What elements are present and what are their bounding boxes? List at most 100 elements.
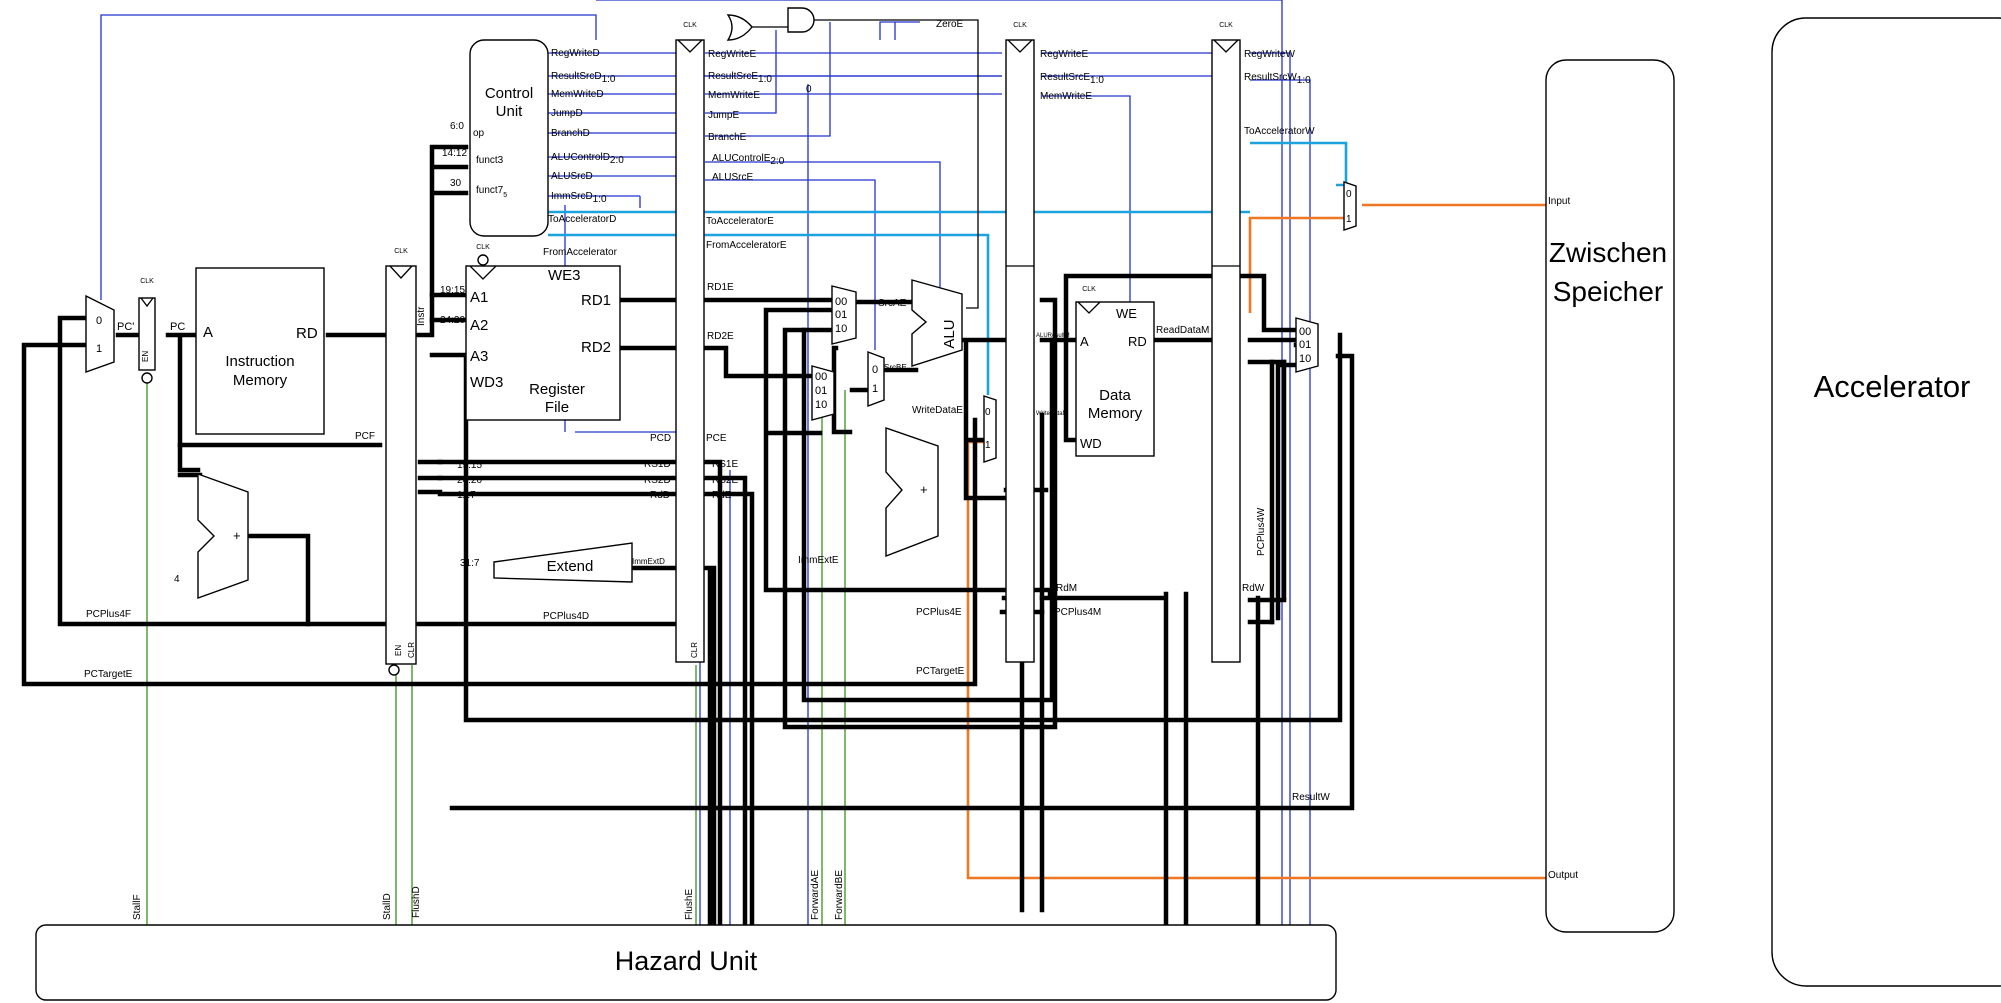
sig-pcplus4d: PCPlus4D [543,611,589,622]
dmem-wd-port: WD [1080,436,1102,451]
dmem-we-port: WE [1116,306,1137,321]
srcb-mux-1: 1 [872,383,878,395]
sig-memwrite-d: MemWriteD [551,89,604,100]
cu-op-port: op [473,128,485,139]
control-unit-block [469,39,549,237]
idex-reg-clk: CLK [683,22,697,29]
exmem-reg-clk: CLK [1013,22,1027,29]
control-signal-labels: RegWriteD ResultSrcD1:0 MemWriteD JumpD … [543,19,1315,258]
stall-f-bubble [141,372,153,384]
pc-prime-label: PC' [117,321,134,333]
accel-out-mux [1343,181,1357,231]
sig-toaccel-e: ToAcceleratorE [706,216,774,227]
sig-pctargete-bottom: PCTargetE [84,669,133,680]
field-rd-d: 11:7 [457,490,476,501]
srca-mux-00: 00 [835,296,847,308]
sig-instr: Instr [416,306,427,326]
sig-immexte: ImmExtE [798,555,839,566]
sig-rs1e: RS1E [712,459,738,470]
zwischen-speicher-label-2: Speicher [1553,276,1664,307]
and-gate [787,7,815,33]
pc-mux-1: 1 [96,343,102,355]
srcb-mux [867,350,885,408]
dmem-a-port: A [1080,334,1089,349]
sig-immextd: ImmExtD [632,557,665,566]
field-rs2: 24:20 [440,315,465,326]
instruction-memory-label-2: Memory [233,372,288,389]
datapath-wires [21,144,1355,933]
sig-stallf: StallF [132,894,143,920]
if-id-register [385,265,417,665]
field-op: 6:0 [450,121,464,132]
sig-fromaccel: FromAccelerator [543,247,618,258]
data-memory-label-1: Data [1099,387,1131,404]
dmem-clk: CLK [1082,286,1096,293]
sig-memwrite-m: MemWriteE [1040,91,1092,102]
pc-label: PC [170,321,185,333]
sig-immsrc-d: ImmSrcD1:0 [551,191,607,205]
sig-rdw: RdW [1242,583,1265,594]
sig-resultsrc-w: ResultSrcW1:0 [1244,72,1311,86]
sig-forwardae: ForwardAE [810,870,821,920]
imem-a-port: A [203,324,213,341]
sig-branch-d: BranchD [551,128,590,139]
pcplus4-adder [197,473,249,599]
sig-pcd: PCD [650,433,671,444]
accel-mux [983,395,997,463]
const-four: 4 [174,574,180,585]
result-mux-01: 01 [1299,339,1311,351]
control-unit-label-1: Control [485,85,533,102]
sig-pcplus4w: PCPlus4W [1256,507,1267,556]
sig-flushe: FlushE [684,889,695,920]
pc-mux-0: 0 [96,315,102,327]
sig-flushd: FlushD [411,886,422,918]
sig-aluresultm: ALUResultM [1036,333,1070,339]
field-funct7: 30 [450,178,462,189]
field-imm: 31:7 [460,558,480,569]
sig-writedatam: WriteDataM [1036,411,1068,417]
control-unit-label-2: Unit [496,103,524,120]
sig-jump-e: JumpE [708,110,739,121]
srcb-fwd-mux-00: 00 [815,371,827,383]
alu-label: ALU [941,319,958,348]
field-funct3: 14:12 [442,148,467,159]
sig-rd2e: RD2E [707,331,734,342]
result-mux-00: 00 [1299,326,1311,338]
rf-a1-port: A1 [470,289,488,306]
sig-alucontrol-d: ALUControlD2:0 [551,152,624,166]
idex-reg-clr: CLR [690,642,699,658]
result-mux [1295,317,1319,373]
hazard-wires [146,378,846,925]
instruction-memory-block [195,267,325,435]
srca-mux-01: 01 [835,309,847,321]
ifid-reg-en: EN [394,645,403,656]
sig-rs2e: RS2E [712,475,738,486]
accelerator-block [1771,17,2001,987]
accel-mux-1: 1 [985,440,991,451]
extend-block [493,542,633,583]
sig-pcplus4m: PCPlus4M [1054,607,1101,618]
zwischen-speicher-block [1545,59,1675,933]
sig-pce: PCE [706,433,727,444]
srca-mux [831,285,857,345]
mem-wb-register [1211,39,1241,663]
rf-rd1-port: RD1 [581,292,611,309]
pcplus4-plus: + [233,528,241,543]
pc-reg-clk: CLK [140,278,154,285]
sig-toaccel-d: ToAcceleratorD [548,214,616,225]
register-file-label-2: File [545,399,569,416]
dmem-rd-port: RD [1128,334,1147,349]
rf-wd3-port: WD3 [470,374,503,391]
register-file-block [465,265,621,421]
pc-register [138,297,156,371]
sig-regwrite-e: RegWriteE [708,49,756,60]
srcb-fwd-mux [811,365,835,421]
ifid-reg-clr: CLR [407,642,416,658]
hazard-unit-block [35,924,1337,1001]
sig-rdd: RdD [650,490,670,501]
srca-mux-10: 10 [835,323,847,335]
zwischen-speicher-label-1: Zwischen [1549,237,1667,268]
field-rs1: 19:15 [440,285,465,296]
speicher-output-port: Output [1548,870,1578,881]
